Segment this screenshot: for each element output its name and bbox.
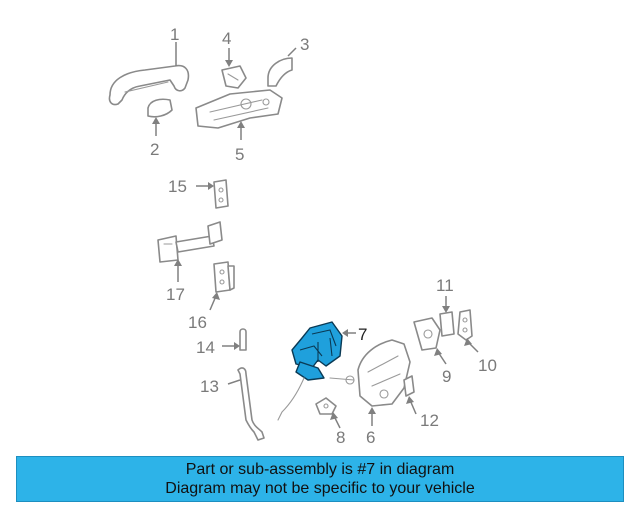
actuator-cable	[277, 377, 305, 421]
callout-12: 12	[420, 411, 439, 430]
part-4-cap	[221, 65, 247, 89]
part-16-lower-hinge	[213, 261, 235, 293]
callout-8: 8	[336, 428, 345, 447]
part-5-bracket	[195, 89, 283, 129]
actuator-link	[329, 377, 355, 381]
callout-13: 13	[200, 377, 219, 396]
banner-line-1: Part or sub-assembly is #7 in diagram	[185, 461, 455, 478]
callout-5: 5	[235, 145, 244, 164]
callout-10: 10	[478, 356, 497, 375]
callout-1: 1	[170, 25, 179, 44]
callout-16: 16	[188, 313, 207, 332]
part-13-lock-rod	[237, 367, 265, 441]
callout-9: 9	[442, 367, 451, 386]
callout-14: 14	[196, 338, 215, 357]
callout-11: 11	[436, 276, 454, 295]
banner-line-2: Diagram may not be specific to your vehi…	[165, 480, 475, 497]
info-banner: Part or sub-assembly is #7 in diagram Di…	[16, 456, 624, 502]
part-17-door-check	[157, 221, 223, 263]
callout-3: 3	[300, 35, 309, 54]
leader-13	[227, 379, 241, 385]
part-12-clip	[403, 375, 415, 397]
part-8-bracket	[315, 397, 337, 415]
part-11-shim	[439, 311, 455, 337]
part-2-cap	[147, 98, 173, 118]
part-6-door-lock	[345, 339, 411, 407]
callout-17: 17	[166, 285, 185, 304]
part-3-cover	[267, 57, 293, 87]
part-10-striker-bracket	[457, 309, 473, 341]
callout-4: 4	[222, 29, 231, 48]
part-9-striker	[413, 317, 441, 351]
part-1-outside-handle	[108, 64, 190, 106]
callout-2: 2	[150, 140, 159, 159]
part-14-clip	[239, 328, 247, 351]
part-15-hinge	[213, 179, 229, 209]
leader-3	[287, 47, 297, 57]
callout-15: 15	[168, 177, 187, 196]
callout-6: 6	[366, 428, 375, 447]
part-7-lock-actuator	[291, 321, 343, 381]
callout-7: 7	[358, 325, 367, 344]
parts-diagram: 1 4 3 2 5 15 17	[108, 25, 497, 447]
